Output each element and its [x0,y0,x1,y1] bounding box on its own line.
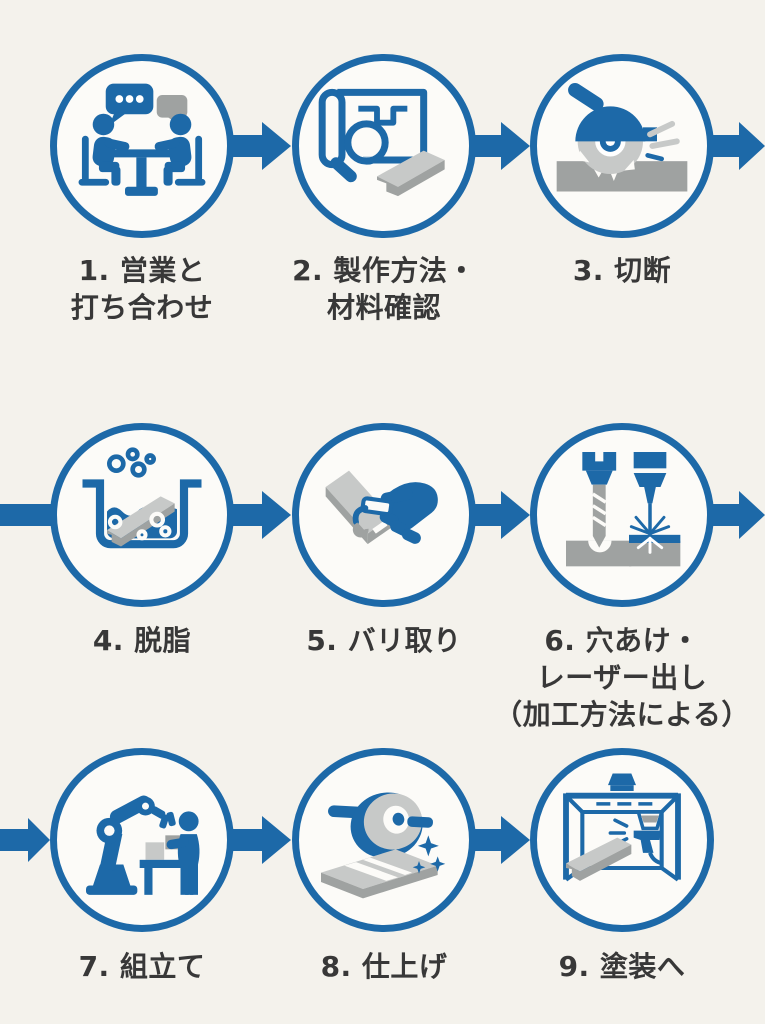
step-6-label: 6. 穴あけ・ レーザー出し （加工方法による） [494,624,750,731]
step-8-label: 8. 仕上げ [320,950,448,983]
step-9-circle [530,748,714,932]
step-4-circle [50,423,234,607]
blueprint-check-icon [318,88,445,197]
polishing-wheel-icon [321,792,446,899]
flow-arrow [472,491,530,539]
step-9-label: 9. 塗装へ [558,950,686,983]
step-5-circle [292,423,476,607]
step-3-label: 3. 切断 [572,254,672,287]
step-4-label: 4. 脱脂 [92,624,192,657]
step-2-circle [292,54,476,238]
flow-arrow [233,491,291,539]
flow-arrow [472,122,530,170]
step-6-circle [530,423,714,607]
flow-arrow-enter [0,504,52,526]
painting-booth-icon [563,773,681,882]
flow-arrow [472,816,530,864]
flow-arrow [233,816,291,864]
step-2-label: 2. 製作方法・ 材料確認 [292,254,476,324]
step-5-label: 5. バリ取り [306,624,462,657]
step-3-circle [530,54,714,238]
flow-arrow-exit [713,122,765,170]
cutting-saw-icon [556,83,688,192]
step-7-label: 7. 組立て [78,950,206,983]
drill-laser-icon [566,452,681,567]
step-1-circle [50,54,234,238]
deburring-hand-icon [325,470,438,545]
assembly-robot-icon [86,795,200,895]
step-1-label: 1. 営業と 打ち合わせ [70,254,214,324]
step-7-circle [50,748,234,932]
meeting-icon [78,83,206,196]
flow-arrow-enter [0,818,50,862]
flow-arrow-exit [713,491,765,539]
degreasing-tank-icon [82,447,202,549]
flow-arrow [233,122,291,170]
step-8-circle [292,748,476,932]
